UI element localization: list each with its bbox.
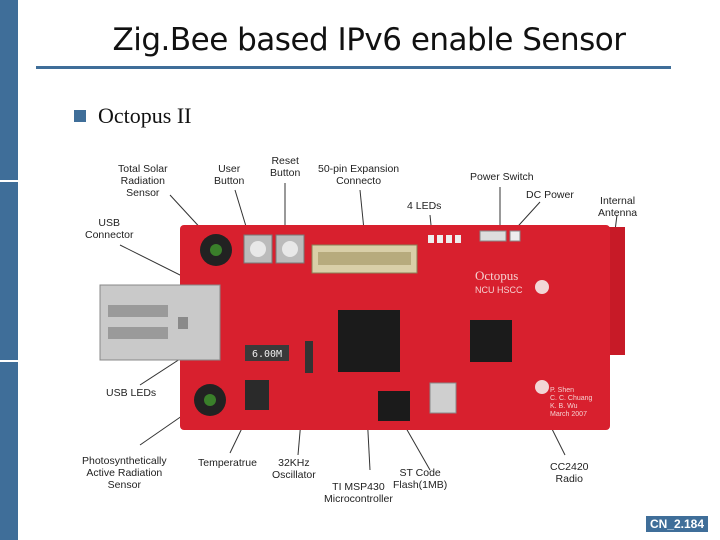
display-value: 6.00M	[252, 349, 282, 360]
credit-line: C. C. Chuang	[550, 395, 593, 402]
sub-silkscreen: NCU HSCC	[475, 285, 523, 295]
mount-hole	[535, 380, 549, 394]
label-power-switch: Power Switch	[470, 171, 534, 183]
led	[446, 235, 452, 243]
button-cap	[282, 241, 298, 257]
sidebar-divider	[0, 360, 18, 362]
usb-hole	[178, 317, 188, 329]
brand-silkscreen: Octopus	[475, 268, 518, 283]
usb-slot	[108, 327, 168, 339]
crystal	[429, 382, 457, 414]
slide-number: CN_2.184	[645, 516, 708, 532]
flash-chip	[378, 391, 410, 421]
power-switch	[479, 230, 507, 242]
led	[437, 235, 443, 243]
board-photo: Octopus NCU HSCC 6.00M P. Shen C. C. Chu…	[80, 155, 650, 510]
credit-line: March 2007	[550, 411, 587, 418]
credits-silkscreen: P. Shen C. C. Chuang K. B. Wu March 2007	[550, 387, 594, 418]
title-underline	[36, 66, 671, 69]
bullet-text: Octopus II	[98, 103, 192, 128]
credit-line: K. B. Wu	[550, 403, 578, 410]
sensor-window	[204, 394, 216, 406]
label-usb-leds: USB LEDs	[106, 387, 157, 399]
slide-title: Zig.Bee based IPv6 enable Sensor	[112, 22, 626, 58]
sidebar-divider	[0, 180, 18, 182]
label-leds: 4 LEDs	[407, 200, 442, 212]
usb-slot	[108, 305, 168, 317]
msp430-chip	[338, 310, 400, 372]
temperature-sensor	[245, 380, 269, 410]
slide-sidebar	[0, 0, 18, 540]
label-temperature: Temperatrue	[198, 457, 257, 469]
board-illustration: Octopus NCU HSCC 6.00M P. Shen C. C. Chu…	[99, 183, 625, 471]
credit-line: P. Shen	[550, 387, 574, 394]
led	[455, 235, 461, 243]
cc2420-chip	[470, 320, 512, 362]
usb-plug	[99, 284, 221, 361]
button-cap	[250, 241, 266, 257]
connector-slot	[318, 252, 411, 265]
mount-hole	[535, 280, 549, 294]
led	[428, 235, 434, 243]
dc-power-jack	[509, 230, 521, 242]
sensor-window	[210, 244, 222, 256]
label-dc-power: DC Power	[526, 189, 574, 201]
display-component	[245, 345, 289, 361]
square-bullet-icon	[74, 110, 86, 122]
oscillator	[305, 341, 313, 373]
